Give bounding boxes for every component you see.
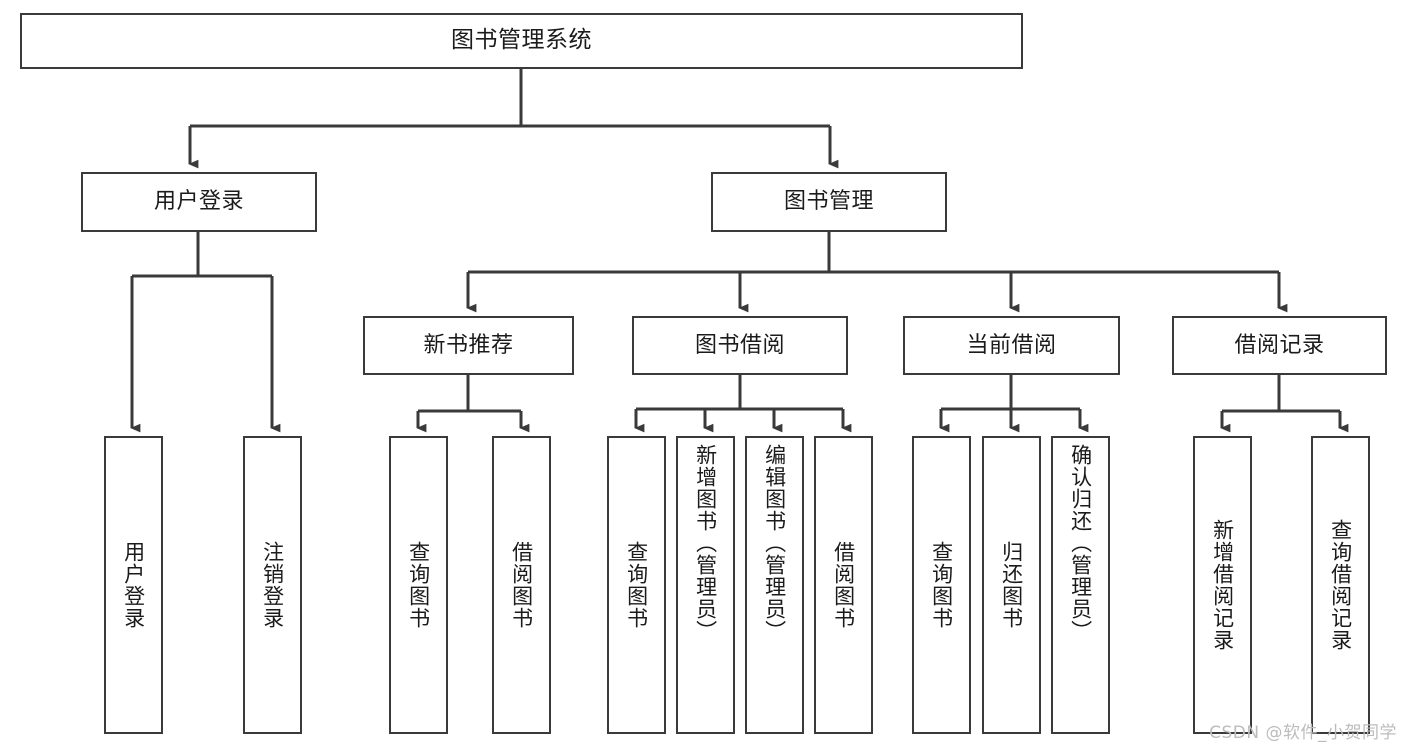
node-label: 查询图书 [929, 541, 954, 629]
leaf-borrow-edit-book[interactable]: 编辑图书（管理员） [745, 436, 804, 734]
node-book-borrow[interactable]: 图书借阅 [632, 316, 848, 375]
leaf-borrow-add-book[interactable]: 新增图书（管理员） [676, 436, 735, 734]
node-label: 借阅图书 [831, 541, 856, 629]
node-label: 图书借阅 [694, 332, 785, 358]
leaf-current-query-book[interactable]: 查询图书 [912, 436, 971, 734]
leaf-borrow-borrow-book[interactable]: 借阅图书 [814, 436, 873, 734]
leaf-recommend-query-book[interactable]: 查询图书 [389, 436, 448, 734]
node-current-borrow[interactable]: 当前借阅 [903, 316, 1120, 375]
leaf-records-query-record[interactable]: 查询借阅记录 [1311, 436, 1370, 734]
node-label: 借阅记录 [1234, 332, 1325, 358]
node-new-book-recommend[interactable]: 新书推荐 [363, 316, 574, 375]
node-borrow-records[interactable]: 借阅记录 [1172, 316, 1387, 375]
leaf-user-login-logout[interactable]: 注销登录 [243, 436, 302, 734]
node-label: 查询图书 [406, 541, 431, 629]
node-label: 新书推荐 [423, 332, 514, 358]
leaf-records-add-record[interactable]: 新增借阅记录 [1193, 436, 1252, 734]
leaf-borrow-query-book[interactable]: 查询图书 [607, 436, 666, 734]
node-label: 用户登录 [153, 189, 244, 215]
node-label: 当前借阅 [966, 332, 1057, 358]
node-user-login[interactable]: 用户登录 [81, 172, 317, 232]
node-label: 确认归还（管理员） [1068, 444, 1093, 642]
node-label: 用户登录 [121, 541, 146, 629]
csdn-watermark: CSDN @软件_小贺同学 [1209, 723, 1397, 743]
node-label: 借阅图书 [509, 541, 534, 629]
leaf-current-confirm-return[interactable]: 确认归还（管理员） [1051, 436, 1110, 734]
node-label: 图书管理 [783, 189, 874, 215]
node-label: 查询借阅记录 [1328, 519, 1353, 651]
leaf-recommend-borrow-book[interactable]: 借阅图书 [492, 436, 551, 734]
node-label: 新增图书（管理员） [693, 444, 718, 642]
node-label: 注销登录 [260, 541, 285, 629]
node-label: 图书管理系统 [451, 27, 592, 54]
node-label: 查询图书 [624, 541, 649, 629]
node-label: 归还图书 [999, 541, 1024, 629]
node-root-system[interactable]: 图书管理系统 [20, 13, 1023, 69]
leaf-current-return-book[interactable]: 归还图书 [982, 436, 1041, 734]
node-label: 新增借阅记录 [1210, 519, 1235, 651]
node-book-management[interactable]: 图书管理 [711, 172, 947, 232]
node-label: 编辑图书（管理员） [762, 444, 787, 642]
leaf-user-login-login[interactable]: 用户登录 [104, 436, 163, 734]
